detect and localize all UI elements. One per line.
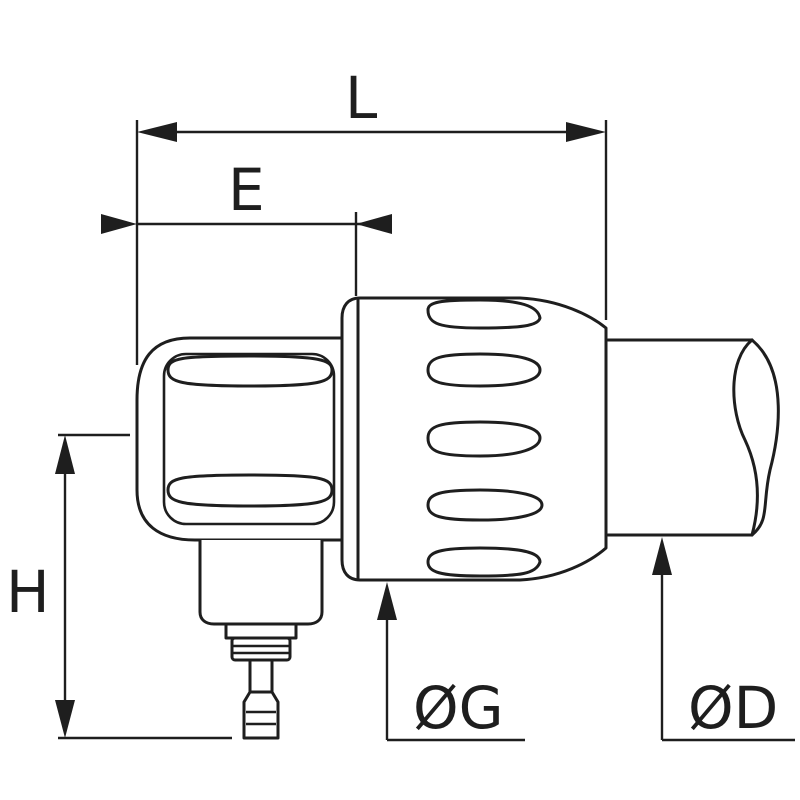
dimension-d: ØD	[652, 537, 795, 742]
dimension-label-g: ØG	[413, 674, 504, 742]
dimension-e: E	[101, 156, 392, 296]
dimension-label-d: ØD	[688, 674, 778, 742]
dimension-l: L	[135, 64, 608, 365]
nut-slot-1	[426, 298, 542, 330]
coupling-nut	[340, 296, 608, 582]
body-slot-bottom	[166, 473, 334, 508]
dimension-h: H	[6, 433, 232, 740]
nut-slot-3	[426, 420, 542, 458]
dimension-label-l: L	[345, 64, 377, 132]
elbow-body	[135, 336, 352, 542]
nut-slot-2	[426, 352, 542, 388]
dimension-label-e: E	[228, 156, 265, 224]
dimension-g: ØG	[377, 582, 525, 742]
body-slot-top	[166, 354, 334, 388]
stem	[198, 538, 324, 740]
dimension-label-h: H	[6, 558, 50, 626]
nut-slot-5	[426, 546, 542, 578]
tube	[606, 338, 780, 537]
nut-slot-4	[426, 488, 544, 522]
